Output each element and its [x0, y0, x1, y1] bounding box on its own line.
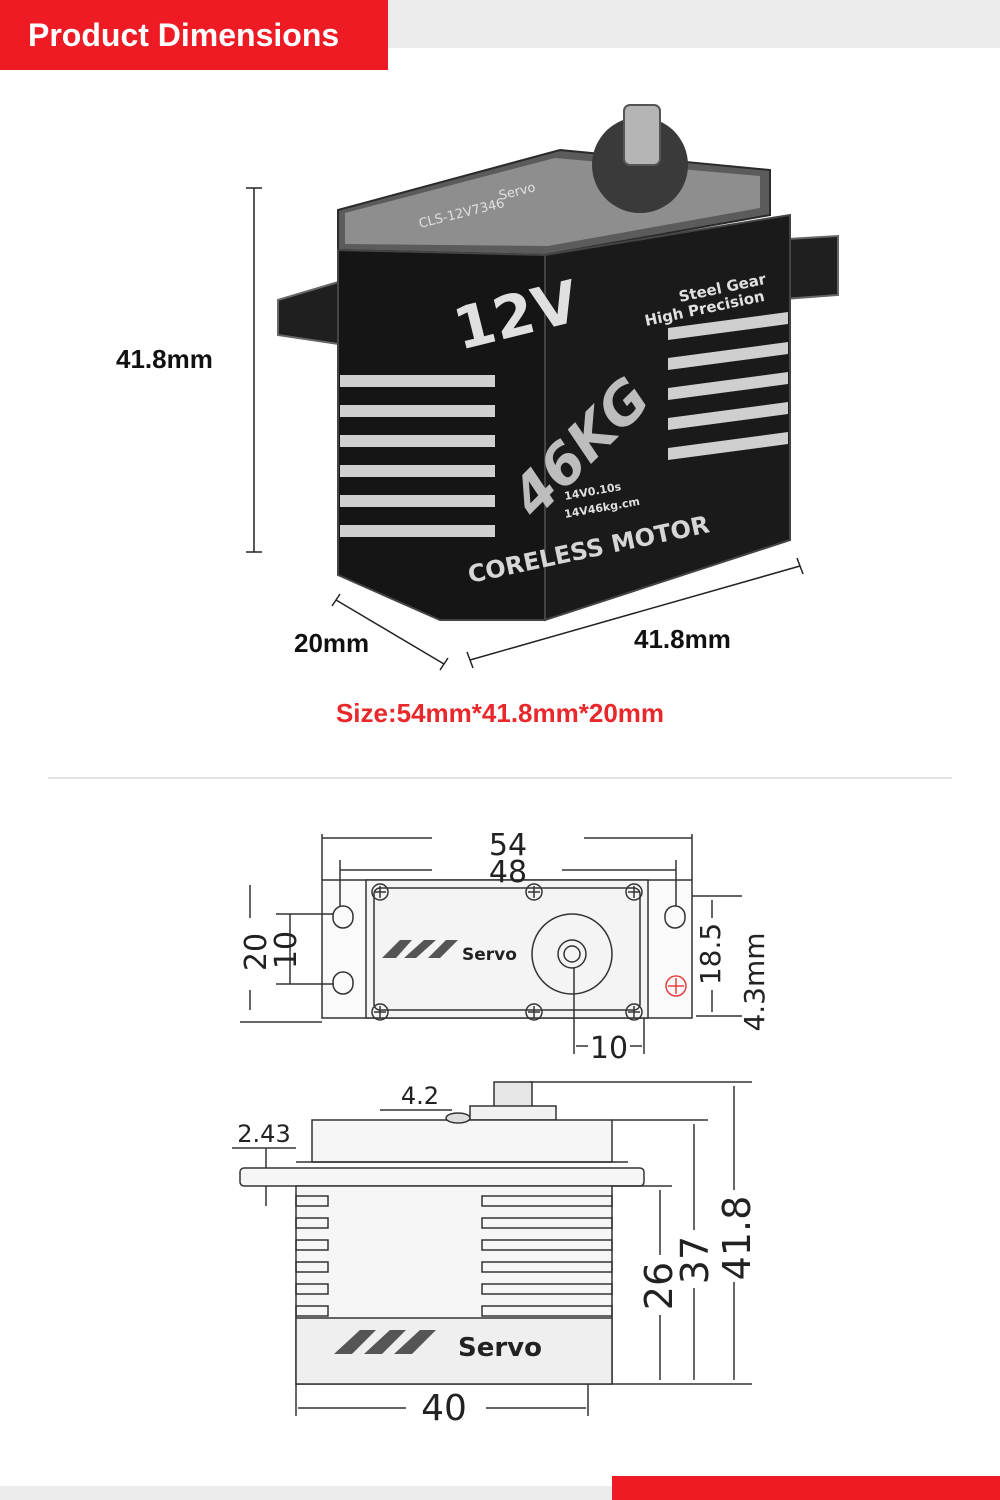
footer-strip — [0, 1486, 612, 1500]
width-label: 41.8mm — [634, 624, 731, 654]
footer-accent — [612, 1476, 1000, 1500]
section-divider — [48, 777, 952, 779]
size-text: Size:54mm*41.8mm*20mm — [335, 698, 665, 728]
top-view-logo-text: Servo — [462, 945, 517, 965]
depth-label: 20mm — [294, 628, 370, 658]
dimension-37: 37 — [673, 1236, 717, 1284]
side-view-logo-text: Servo — [458, 1333, 542, 1363]
servo-photo: CLS-12V7346 Servo 12V Steel Gear High Pr… — [277, 104, 839, 622]
dimension-10-left: 10 — [269, 931, 304, 969]
dimension-10-bottom: 10 — [590, 1031, 628, 1066]
dimension-40: 40 — [421, 1388, 467, 1429]
dimension-18-5: 18.5 — [694, 923, 727, 985]
dimension-41-8: 41.8 — [715, 1196, 759, 1281]
page-title: Product Dimensions — [0, 0, 388, 70]
dimension-4-2: 4.2 — [401, 1082, 439, 1110]
depth-dimension-line — [335, 599, 445, 665]
dimension-26: 26 — [637, 1262, 681, 1310]
side-view-drawing — [232, 1081, 752, 1416]
width-dimension-line — [469, 565, 801, 661]
dimension-54: 54 — [489, 828, 527, 863]
top-view-drawing — [240, 834, 742, 1054]
height-label: 41.8mm — [116, 344, 213, 374]
dimension-4-3: 4.3mm — [738, 932, 771, 1031]
dimension-2-43: 2.43 — [237, 1120, 290, 1148]
dimension-48: 48 — [489, 855, 527, 890]
dimension-20: 20 — [239, 933, 274, 971]
